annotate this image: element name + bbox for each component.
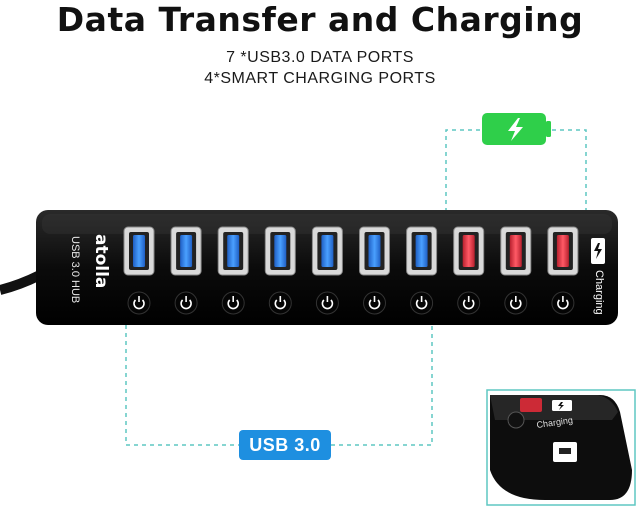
charging-port xyxy=(500,226,532,276)
inset-detail: Charging xyxy=(486,389,636,506)
subtitle-charging-ports: 4*SMART CHARGING PORTS xyxy=(204,70,436,87)
power-button-icon[interactable] xyxy=(551,291,575,315)
usb-cable xyxy=(0,270,43,295)
battery-charging-icon xyxy=(482,113,551,145)
usb3-data-port xyxy=(406,226,438,276)
usb3-data-port xyxy=(264,226,296,276)
power-button-row xyxy=(127,291,575,315)
power-button-icon[interactable] xyxy=(363,291,386,315)
usb3-data-port xyxy=(311,226,343,276)
charging-indicator xyxy=(591,238,605,264)
usb3-data-port xyxy=(123,226,155,276)
usb3-data-port xyxy=(217,226,249,276)
charging-connector-line-right xyxy=(552,129,587,212)
power-button-icon[interactable] xyxy=(127,291,151,315)
lightning-icon xyxy=(508,118,523,141)
port-row xyxy=(123,226,579,276)
power-button-icon[interactable] xyxy=(221,291,245,315)
usb3-data-port xyxy=(170,226,202,276)
power-button-icon[interactable] xyxy=(315,291,339,315)
charging-label: Charging xyxy=(593,270,605,315)
page-title: Data Transfer and Charging xyxy=(56,0,584,39)
usb3-data-port xyxy=(359,226,390,276)
power-button-icon[interactable] xyxy=(268,291,292,315)
power-button-icon[interactable] xyxy=(457,291,481,315)
usb30-label-badge: USB 3.0 xyxy=(239,430,331,460)
charging-port xyxy=(453,226,485,276)
charging-port xyxy=(547,226,579,276)
power-button-icon[interactable] xyxy=(410,291,434,315)
subtitle-data-ports: 7 *USB3.0 DATA PORTS xyxy=(226,49,414,66)
charging-connector-line xyxy=(445,129,482,212)
lightning-icon xyxy=(594,243,602,259)
usb-connector-line-left xyxy=(125,325,239,446)
usb-connector-line-right xyxy=(331,325,433,446)
power-button-icon[interactable] xyxy=(174,291,198,315)
power-button-icon[interactable] xyxy=(504,291,528,315)
dashed-connectors xyxy=(125,129,587,446)
brand-logo: atolla xyxy=(91,234,111,288)
model-label: USB 3.0 HUB xyxy=(69,236,81,303)
